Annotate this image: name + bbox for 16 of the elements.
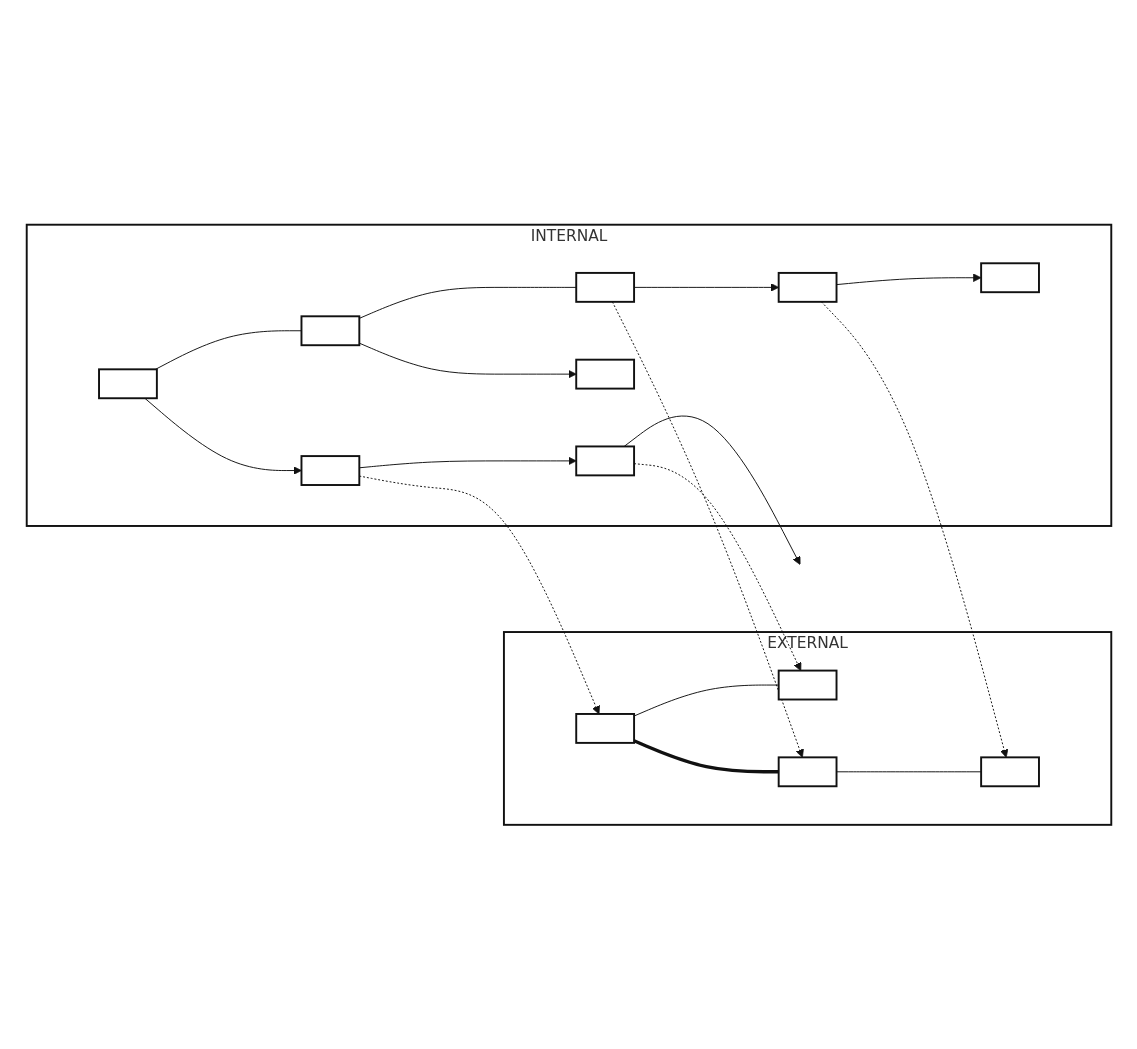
- cluster: EXTERNAL: [502, 630, 1112, 826]
- node-box: [574, 712, 635, 744]
- connector: [633, 684, 779, 717]
- node-box: [574, 271, 635, 303]
- connector: [632, 739, 779, 774]
- node-box: [777, 756, 837, 787]
- node-box: [300, 315, 360, 346]
- node-box: [777, 669, 837, 701]
- cluster: INTERNAL: [25, 223, 1112, 527]
- node-box: [574, 445, 635, 477]
- node-box: [979, 262, 1040, 293]
- node-box: [97, 368, 158, 399]
- node-box: [777, 271, 837, 303]
- node-box: [574, 358, 635, 390]
- node-box: [300, 454, 360, 486]
- node-box: [979, 756, 1040, 787]
